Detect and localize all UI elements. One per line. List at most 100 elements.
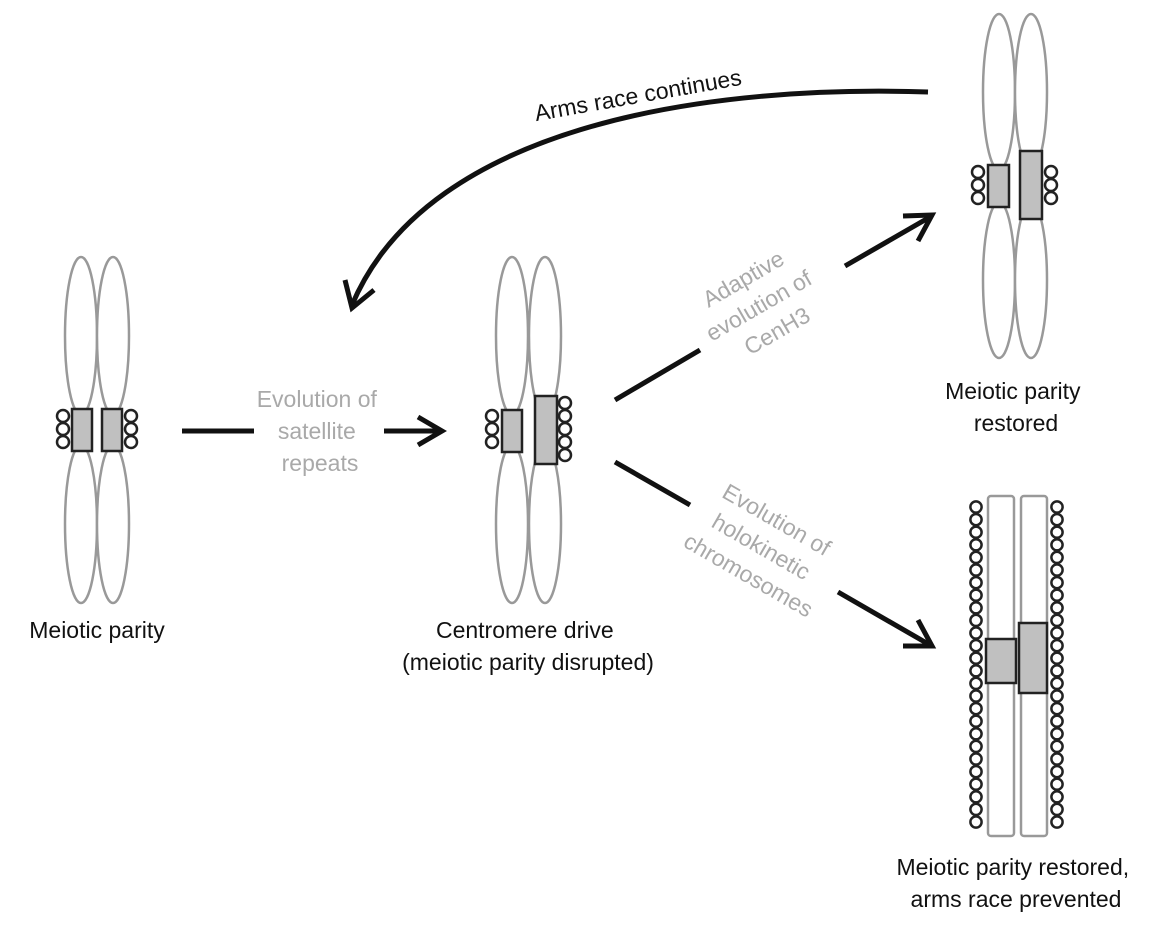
satellite-repeat — [969, 726, 983, 741]
satellite-repeat — [1050, 651, 1064, 666]
chromosome-arm — [1013, 200, 1049, 360]
satellite-repeat — [557, 421, 573, 437]
centromere — [984, 637, 1018, 685]
stage-label-arms-race-prevented: Meiotic parity restored, arms race preve… — [896, 854, 1135, 912]
satellite-repeat — [1043, 177, 1059, 193]
satellite-repeat — [969, 714, 983, 729]
satellite-repeat — [1050, 537, 1064, 552]
satellite-repeat — [969, 626, 983, 640]
stage-label-meiotic-parity: Meiotic parity — [29, 617, 165, 643]
satellite-repeat — [1050, 600, 1064, 615]
satellite-repeat — [1050, 512, 1064, 527]
chromosome-arm — [527, 255, 563, 417]
centromere-expanded — [1018, 149, 1044, 221]
satellite-repeat — [123, 421, 139, 437]
arrow-head — [416, 414, 447, 448]
chromosome-holokinetic — [969, 494, 1064, 838]
satellite-repeat — [484, 434, 500, 450]
arrow-head — [902, 212, 937, 243]
satellite-repeat — [969, 563, 983, 577]
satellite-repeat — [970, 164, 986, 180]
satellite-repeat — [969, 676, 983, 691]
arrow-head — [903, 618, 937, 649]
satellite-repeat — [1050, 663, 1064, 678]
satellite-repeat — [969, 575, 983, 590]
satellite-repeat — [969, 689, 983, 703]
satellite-repeat — [969, 512, 983, 527]
feedback-arrow-head — [342, 279, 376, 313]
transition-label-cenh3: Adaptive evolution of CenH3 — [686, 235, 837, 373]
satellite-repeat — [557, 408, 573, 424]
satellite-repeat — [969, 663, 983, 678]
chromosome-arm — [527, 443, 563, 605]
satellite-repeat — [1050, 525, 1064, 540]
satellite-repeat — [55, 421, 71, 437]
satellite-repeat — [1050, 777, 1064, 792]
chromosome-arm — [95, 255, 131, 417]
satellite-repeat — [55, 408, 71, 424]
transition-label-satellite: Evolution of satellite repeats — [257, 386, 384, 476]
stage-label-parity-restored: Meiotic parity restored — [945, 378, 1087, 436]
satellite-repeat — [1050, 588, 1064, 603]
chromosome-arm — [494, 443, 530, 605]
centromere — [500, 408, 524, 454]
satellite-repeat — [969, 764, 983, 779]
satellite-repeat — [1050, 802, 1064, 817]
chromosome-arm — [981, 12, 1017, 172]
satellite-repeat — [1043, 164, 1059, 180]
chromosome-arm — [63, 255, 99, 417]
satellite-repeat — [969, 651, 983, 666]
satellite-repeat — [123, 408, 139, 424]
satellite-repeat — [969, 752, 983, 766]
satellite-repeat — [969, 815, 983, 829]
satellite-repeat-column-right — [1050, 500, 1064, 829]
satellite-repeat — [557, 447, 573, 463]
satellite-repeat — [969, 500, 983, 514]
satellite-repeat — [1050, 626, 1064, 640]
satellite-repeat — [1043, 190, 1059, 206]
centromere-expanded — [1017, 621, 1049, 695]
feedback-arrow-curve — [349, 88, 929, 306]
centromere — [70, 407, 94, 453]
satellite-repeat — [969, 525, 983, 540]
arrow-shaft — [836, 589, 932, 648]
satellite-repeat — [969, 613, 983, 628]
satellite-repeat — [557, 434, 573, 450]
chromosome-arm — [494, 255, 530, 417]
satellite-repeat — [1050, 676, 1064, 691]
satellite-repeat — [1050, 739, 1064, 754]
chromosome-meiotic-parity — [55, 255, 139, 605]
transition-label-holokinetic: Evolution of holokinetic chromosomes — [679, 474, 848, 622]
satellite-repeat — [969, 789, 983, 804]
satellite-repeat — [484, 408, 500, 424]
satellite-repeat — [969, 550, 983, 565]
arrow-shaft — [613, 347, 702, 403]
satellite-repeat — [1050, 638, 1064, 653]
satellite-repeat — [969, 600, 983, 615]
centromere-expanded — [533, 394, 559, 466]
satellite-repeat — [1050, 815, 1064, 829]
satellite-repeat-column-left — [969, 500, 983, 829]
satellite-repeat — [123, 434, 139, 450]
satellite-repeat — [1050, 714, 1064, 729]
satellite-repeat — [1050, 689, 1064, 703]
satellite-repeat — [484, 421, 500, 437]
centromere — [986, 163, 1011, 209]
satellite-repeat — [1050, 726, 1064, 741]
satellite-repeat — [970, 177, 986, 193]
chromosome-arm — [1013, 12, 1049, 172]
satellite-repeat — [1050, 550, 1064, 565]
satellite-repeat — [1050, 500, 1064, 514]
chromosome-arm — [981, 200, 1017, 360]
centromere — [100, 407, 124, 453]
satellite-repeat — [969, 701, 983, 716]
satellite-repeat — [1050, 563, 1064, 577]
satellite-repeat — [969, 588, 983, 603]
arrow-shaft — [843, 214, 932, 269]
satellite-repeat — [1050, 789, 1064, 804]
satellite-repeat — [969, 802, 983, 817]
satellite-repeat — [1050, 575, 1064, 590]
chromosome-parity-restored — [970, 12, 1059, 360]
satellite-repeat — [969, 537, 983, 552]
